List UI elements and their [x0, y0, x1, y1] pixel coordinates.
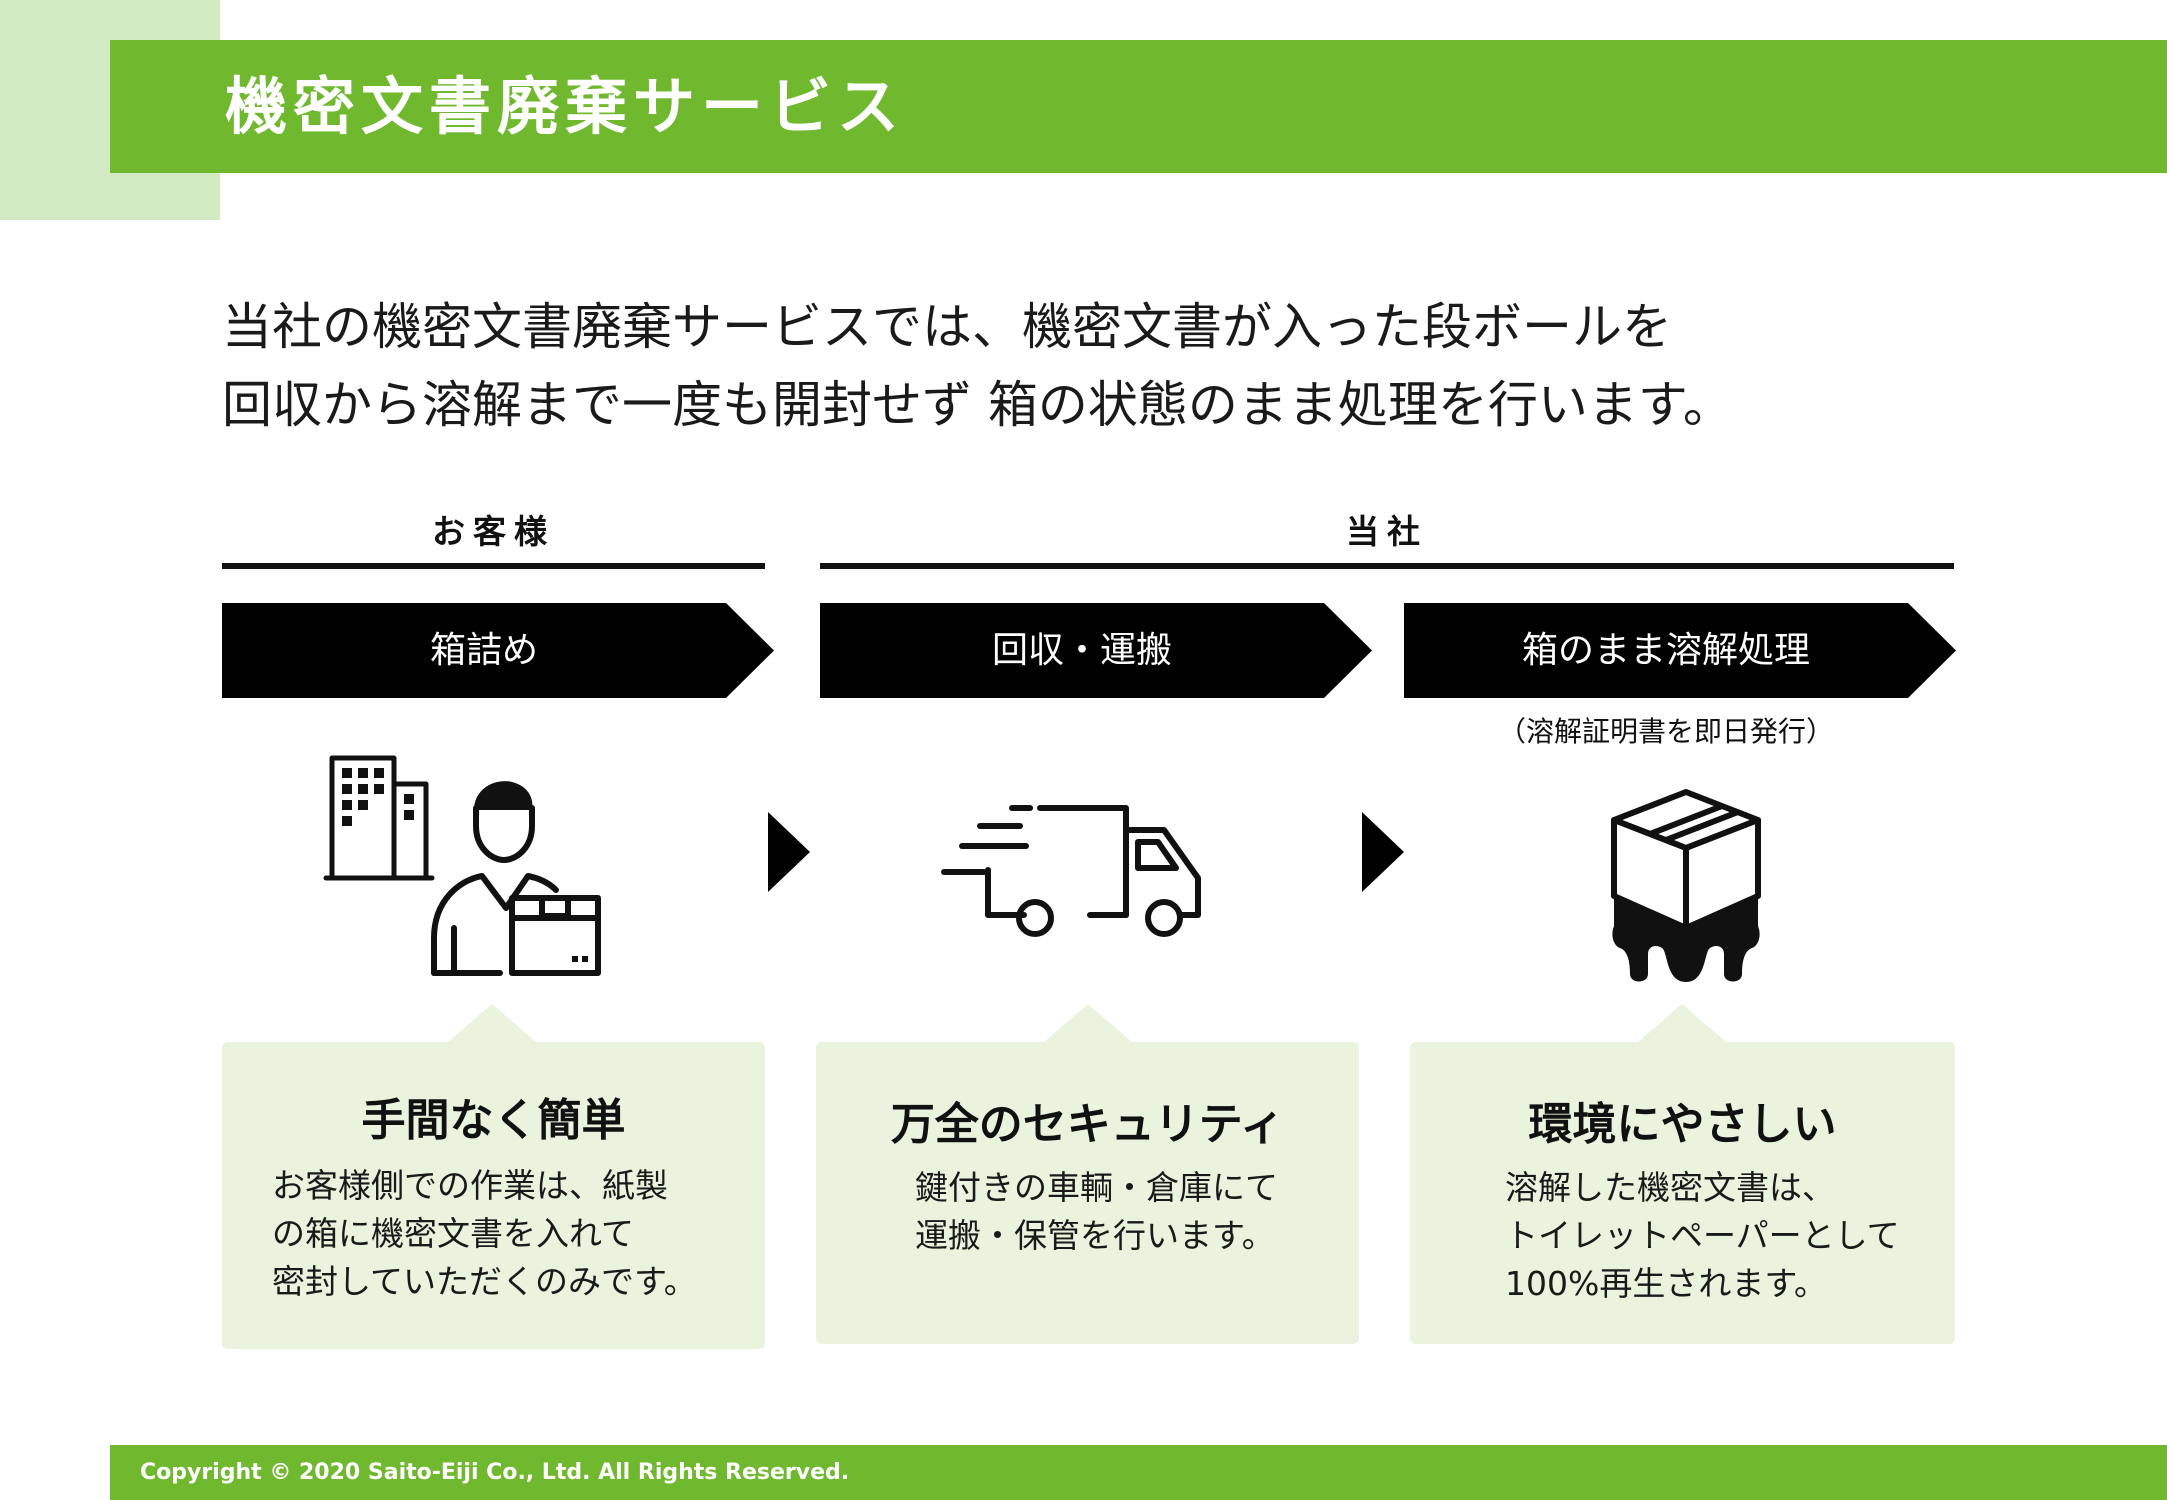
step-3-banner: 箱のまま溶解処理 — [1404, 603, 1956, 698]
intro-text: 当社の機密文書廃棄サービスでは、機密文書が入った段ボールを 回収から溶解まで一度… — [222, 288, 1733, 444]
footer-bar — [110, 1445, 2167, 1500]
card-heading: 万全のセキュリティ — [890, 1099, 1285, 1150]
step-1-label: 箱詰め — [429, 630, 538, 671]
card-pointer — [1638, 1004, 1726, 1042]
delivery-truck-icon — [941, 805, 1201, 937]
card-pointer — [1044, 1004, 1132, 1042]
party-label-customer: お客様 — [432, 512, 555, 551]
card-pointer — [448, 1004, 536, 1042]
card-body-line: 密封していただくのみです。 — [272, 1262, 697, 1301]
step-arrow-shape — [222, 603, 774, 698]
flow-arrow-icon — [768, 812, 810, 892]
card-body-line: の箱に機密文書を入れて — [272, 1214, 635, 1253]
step-1-banner: 箱詰め — [222, 603, 774, 698]
title-bar — [110, 40, 2167, 173]
party-line-company — [820, 563, 1954, 569]
intro-line-1: 当社の機密文書廃棄サービスでは、機密文書が入った段ボールを — [222, 298, 1672, 356]
card-body-line: 運搬・保管を行います。 — [915, 1216, 1275, 1255]
party-line-customer — [222, 563, 765, 569]
step-3-label: 箱のまま溶解処理 — [1521, 630, 1810, 671]
party-label-company: 当社 — [1346, 512, 1428, 551]
step-2-banner: 回収・運搬 — [820, 603, 1372, 698]
card-body: 鍵付きの車輌・倉庫にて 運搬・保管を行います。 — [915, 1164, 1278, 1260]
card-heading: 環境にやさしい — [1528, 1099, 1837, 1150]
card-heading: 手間なく簡単 — [361, 1095, 626, 1146]
footer-copyright: Copyright © 2020 Saito-Eiji Co., Ltd. Al… — [140, 1460, 850, 1485]
card-body-line: 100%再生されます。 — [1505, 1264, 1828, 1303]
benefit-card-easy: 手間なく簡単 お客様側での作業は、紙製 の箱に機密文書を入れて 密封していただく… — [222, 1042, 765, 1349]
card-body: 溶解した機密文書は、 トイレットペーパーとして 100%再生されます。 — [1505, 1164, 1900, 1308]
step-arrow-shape — [820, 603, 1372, 698]
intro-line-2: 回収から溶解まで一度も開封せず 箱の状態のまま処理を行います。 — [222, 376, 1733, 434]
flow-arrow-icon — [1362, 812, 1404, 892]
benefit-card-security: 万全のセキュリティ 鍵付きの車輌・倉庫にて 運搬・保管を行います。 — [816, 1042, 1359, 1344]
page-title: 機密文書廃棄サービス — [225, 70, 906, 143]
person-with-box-icon — [323, 755, 601, 976]
step-3-note: （溶解証明書を即日発行） — [1497, 715, 1834, 748]
melting-box-icon — [1611, 789, 1761, 982]
benefit-card-eco: 環境にやさしい 溶解した機密文書は、 トイレットペーパーとして 100%再生され… — [1410, 1042, 1955, 1344]
card-body: お客様側での作業は、紙製 の箱に機密文書を入れて 密封していただくのみです。 — [272, 1162, 697, 1306]
card-body-line: 溶解した機密文書は、 — [1505, 1168, 1835, 1207]
card-body-line: 鍵付きの車輌・倉庫にて — [915, 1168, 1278, 1207]
step-2-label: 回収・運搬 — [991, 630, 1172, 671]
card-body-line: トイレットペーパーとして — [1505, 1216, 1900, 1255]
step-arrow-shape — [1404, 603, 1956, 698]
card-body-line: お客様側での作業は、紙製 — [272, 1166, 668, 1205]
